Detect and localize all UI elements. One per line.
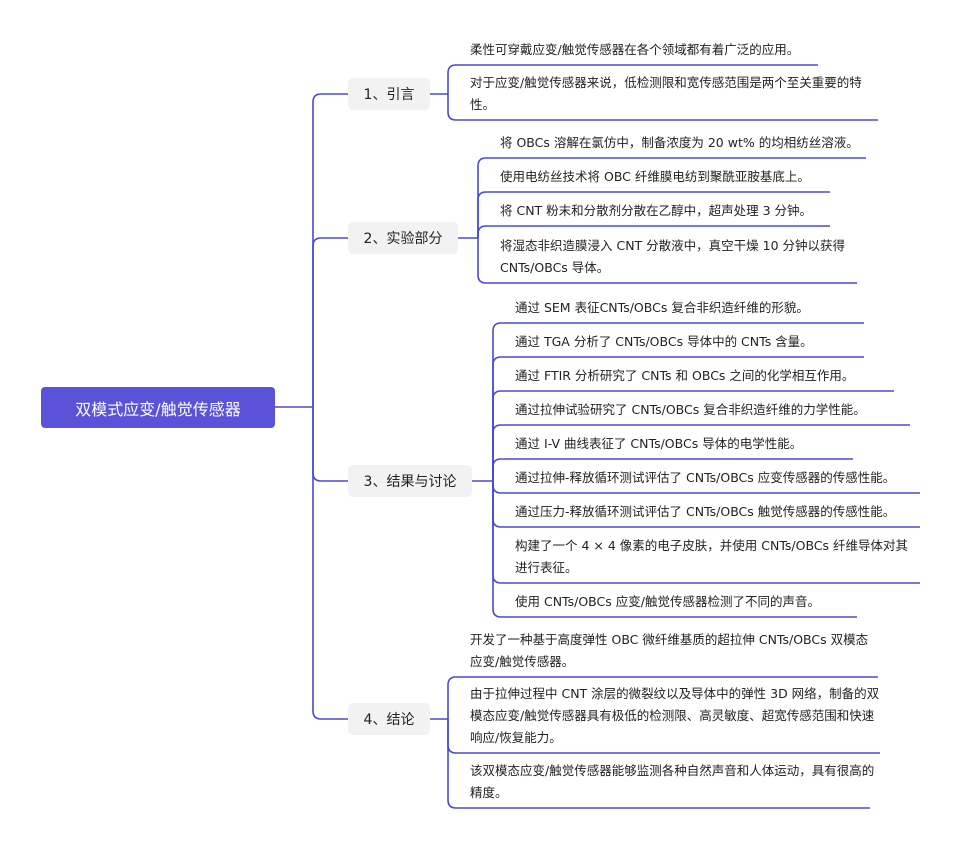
leaf-node[interactable]: 将 CNT 粉末和分散剂分散在乙醇中，超声处理 3 分钟。 [500,203,813,218]
connector-line [312,237,348,407]
branch-node[interactable]: 3、结果与讨论 [348,465,472,497]
leaf-node[interactable]: 柔性可穿戴应变/触觉传感器在各个领域都有着广泛的应用。 [470,42,800,57]
leaf-node[interactable]: 对于应变/触觉传感器来说，低检测限和宽传感范围是两个至关重要的特性。 [470,75,862,112]
connector-line [492,356,864,481]
leaf-node[interactable]: 由于拉伸过程中 CNT 涂层的微裂纹以及导体中的弹性 3D 网络，制备的双模态应… [470,686,880,745]
connector-line [312,407,348,482]
branch-node[interactable]: 1、引言 [348,78,430,110]
leaf-node[interactable]: 开发了一种基于高度弹性 OBC 微纤维基质的超拉伸 CNTs/OBCs 双模态应… [470,632,869,669]
leaf-node[interactable]: 该双模态应变/触觉传感器能够监测各种自然声音和人体运动，具有很高的精度。 [470,763,875,800]
connector-line [447,94,878,121]
root-node[interactable]: 双模式应变/触觉传感器 [41,387,275,428]
connector-line [312,407,348,720]
leaf-node[interactable]: 使用电纺丝技术将 OBC 纤维膜电纺到聚酰亚胺基底上。 [500,169,810,184]
leaf-node[interactable]: 通过 TGA 分析了 CNTs/OBCs 导体中的 CNTs 含量。 [515,334,813,349]
connector-line [492,390,894,481]
connector-line [477,191,830,238]
connector-line [492,322,864,481]
connector-line [492,458,853,481]
leaf-node[interactable]: 将 OBCs 溶解在氯仿中，制备浓度为 20 wt% 的均相纺丝溶液。 [500,135,859,150]
leaf-node[interactable]: 使用 CNTs/OBCs 应变/触觉传感器检测了不同的声音。 [515,594,820,609]
branch-node[interactable]: 4、结论 [348,703,430,735]
leaf-node[interactable]: 通过 SEM 表征CNTs/OBCs 复合非织造纤维的形貌。 [515,300,809,315]
connector-line [477,157,866,238]
leaf-node[interactable]: 通过 I-V 曲线表征了 CNTs/OBCs 导体的电学性能。 [515,436,803,451]
connector-line [492,481,857,618]
connector-line [447,64,818,94]
connector-line [492,424,910,481]
connector-line [477,238,857,284]
branch-node[interactable]: 2、实验部分 [348,222,458,254]
connector-line [312,93,348,407]
connector-line [477,225,830,238]
connector-line [447,676,878,719]
leaf-node[interactable]: 通过拉伸试验研究了 CNTs/OBCs 复合非织造纤维的力学性能。 [515,402,866,417]
leaf-node[interactable]: 通过压力-释放循环测试评估了 CNTs/OBCs 触觉传感器的传感性能。 [515,504,896,519]
leaf-node[interactable]: 通过拉伸-释放循环测试评估了 CNTs/OBCs 应变传感器的传感性能。 [515,470,896,485]
leaf-node[interactable]: 通过 FTIR 分析研究了 CNTs 和 OBCs 之间的化学相互作用。 [515,368,855,383]
leaf-node[interactable]: 构建了一个 4 × 4 像素的电子皮肤，并使用 CNTs/OBCs 纤维导体对其… [515,538,909,575]
leaf-node[interactable]: 将湿态非织造膜浸入 CNT 分散液中，真空干燥 10 分钟以获得 CNTs/OB… [500,238,846,275]
connector-line [447,719,870,809]
